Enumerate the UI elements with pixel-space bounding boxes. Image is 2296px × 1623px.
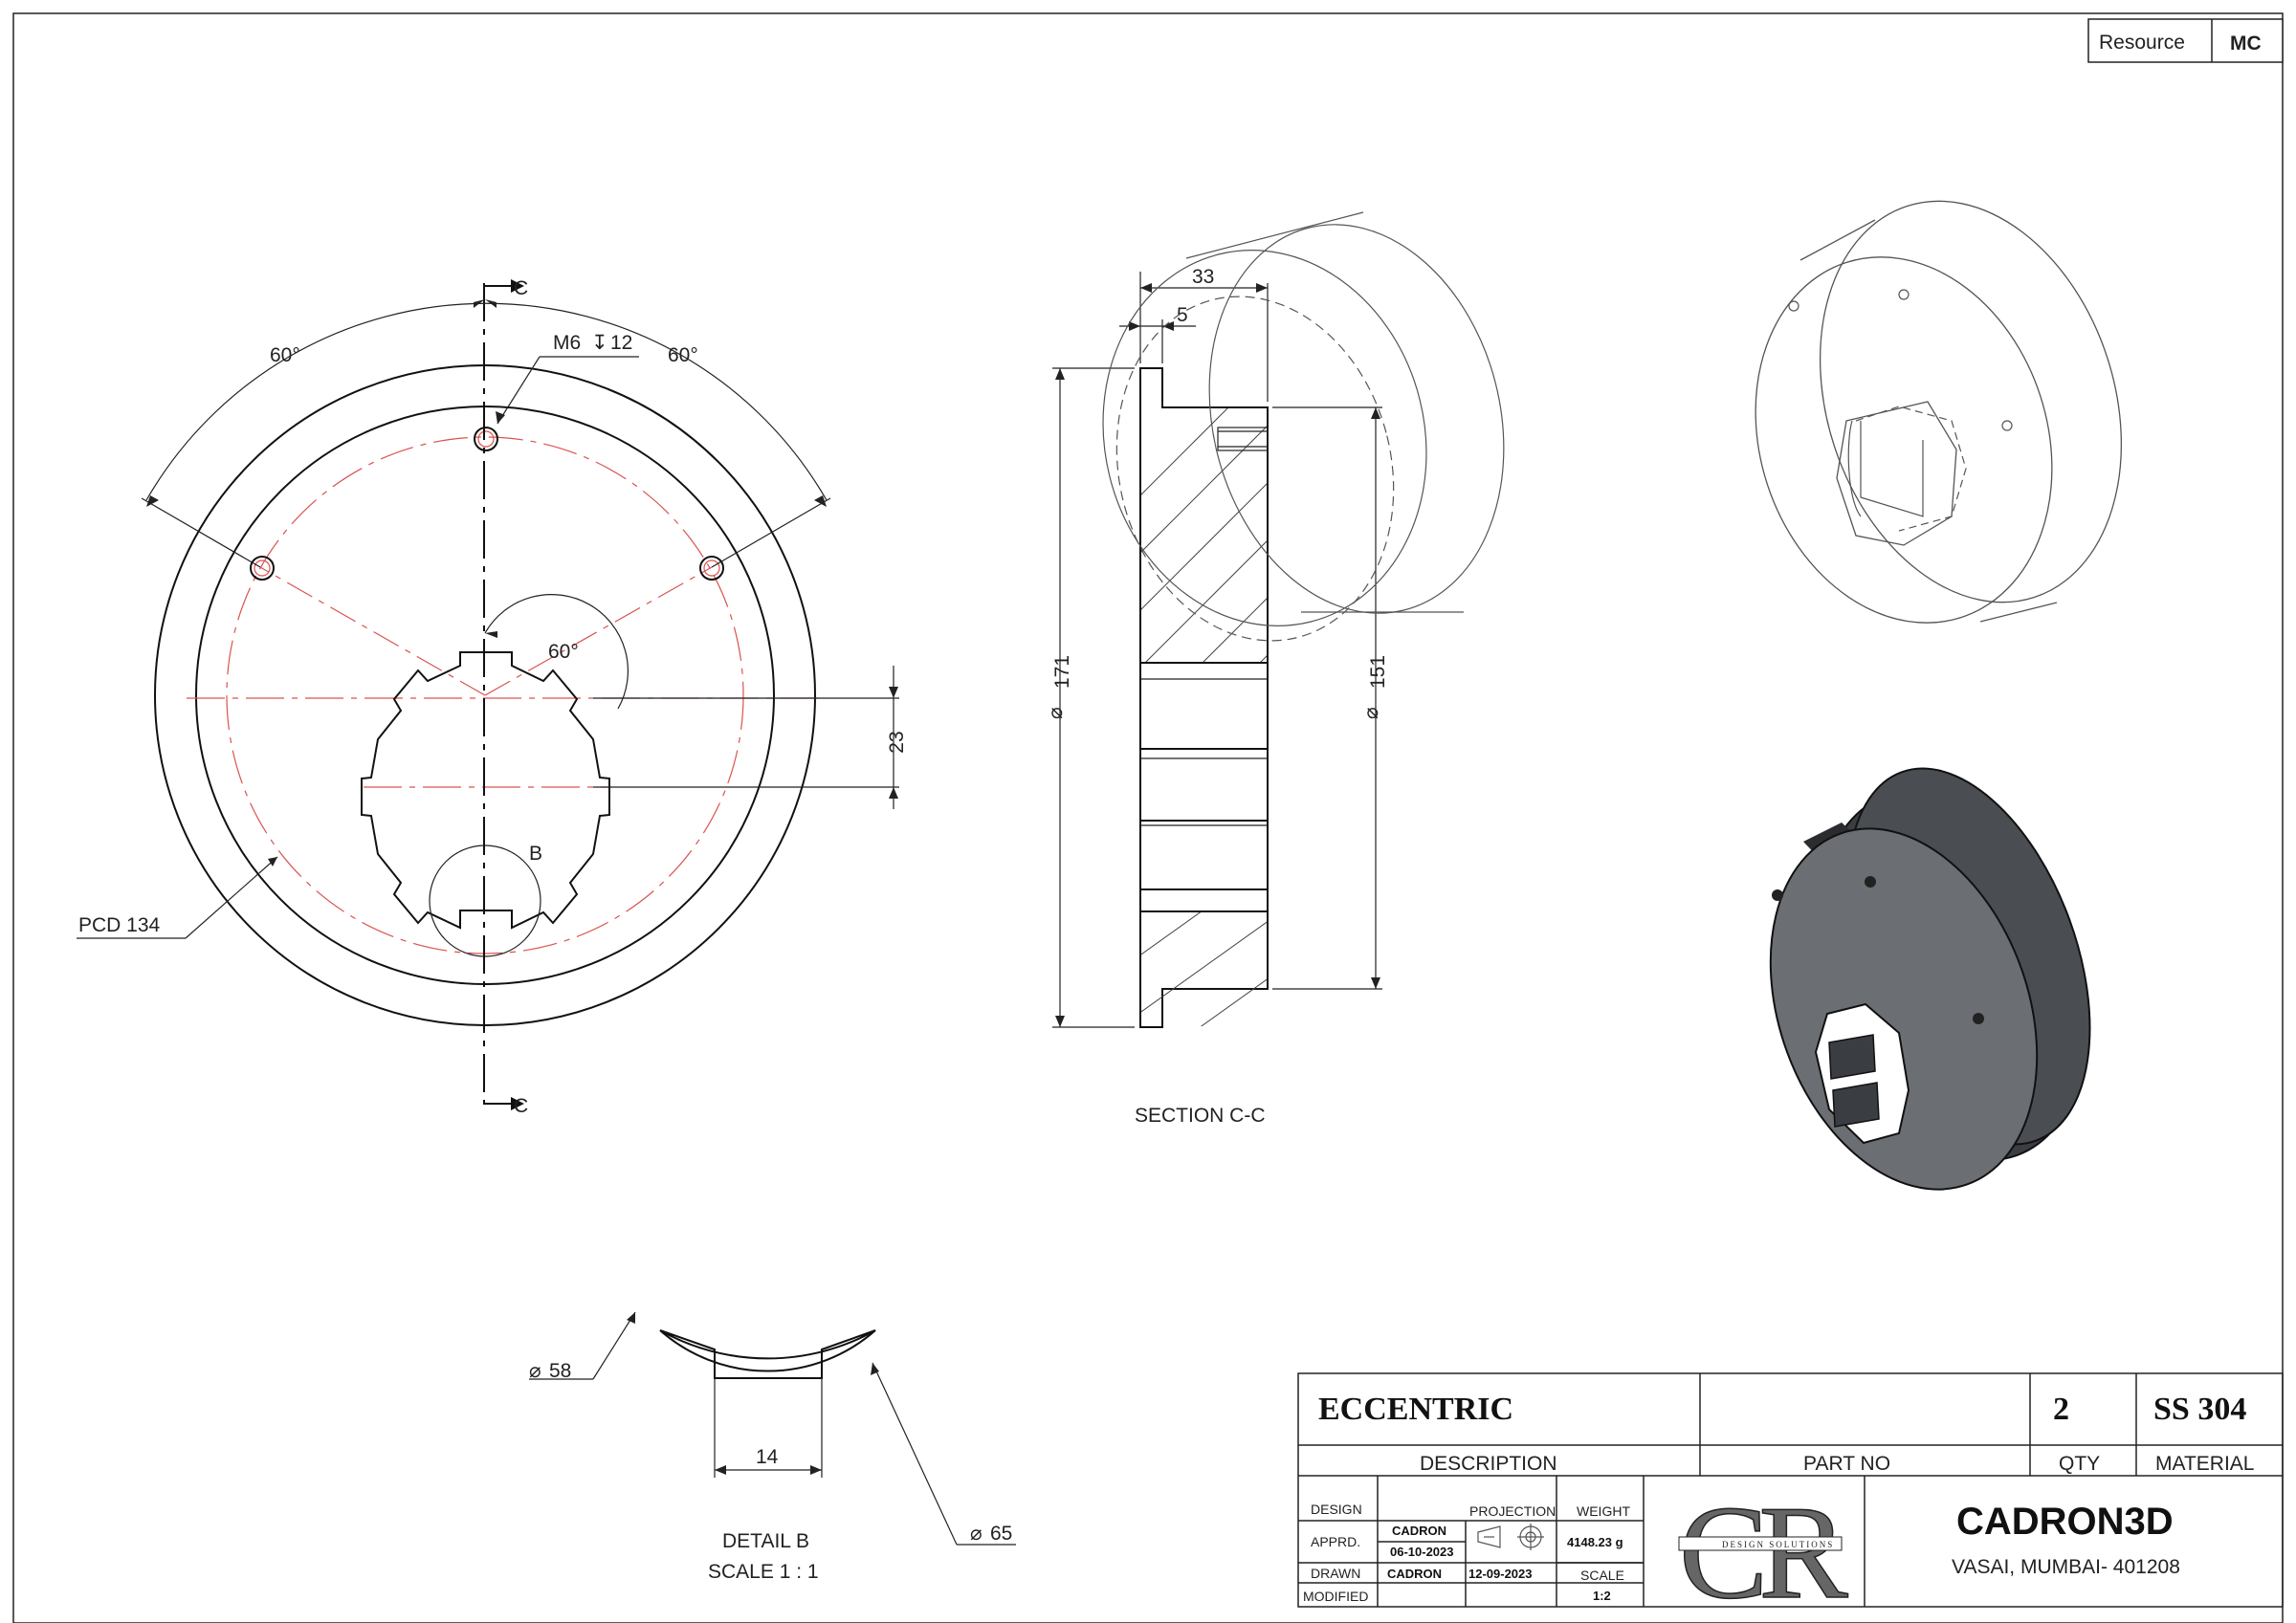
qty-label: QTY (2059, 1453, 2100, 1475)
dia-58-label: 58 (549, 1360, 571, 1382)
logo-subtext: DESIGN SOLUTIONS (1722, 1540, 1834, 1549)
section-mark-bottom: C (514, 1095, 528, 1117)
detail-b-view: 14 ⌀ 58 ⌀ 65 DETAIL B SCALE 1 : 1 (529, 1311, 1016, 1583)
company-logo: CR DESIGN SOLUTIONS (1678, 1478, 1859, 1623)
detail-profile (659, 1329, 876, 1379)
splined-bore (361, 651, 610, 930)
section-title: SECTION C-C (1135, 1105, 1266, 1127)
radial-line-left (259, 566, 486, 696)
apprd-label: APPRD. (1311, 1534, 1360, 1549)
hole-callout: M6 (553, 332, 581, 354)
description-label: DESCRIPTION (1420, 1453, 1557, 1475)
dia-65-label: 65 (990, 1523, 1012, 1545)
angle-label-left: 60° (270, 344, 300, 366)
weight-value: 4148.23 g (1567, 1535, 1623, 1549)
bolt-hole-right (699, 556, 724, 581)
design-by: CADRON (1392, 1524, 1446, 1538)
drawn-label: DRAWN (1311, 1566, 1360, 1581)
bolt-hole-top (474, 427, 498, 451)
section-outline (1139, 367, 1269, 1028)
dim-23-label: 23 (886, 731, 908, 753)
angle-label-inner: 60° (548, 641, 579, 663)
dim-33-label: 33 (1192, 266, 1214, 288)
dia-171-symbol: ⌀ (1045, 707, 1067, 719)
material-label: MATERIAL (2155, 1453, 2254, 1475)
depth-symbol: ↧ (591, 332, 608, 354)
hatch-lower (1141, 911, 1267, 1026)
threaded-hole (1217, 427, 1269, 451)
weight-label: WEIGHT (1577, 1503, 1630, 1519)
title-block-text: ECCENTRIC 2 SS 304 DESCRIPTION PART NO Q… (1303, 1392, 2254, 1623)
dia-58-symbol: ⌀ (529, 1360, 541, 1382)
part-no-label: PART NO (1803, 1453, 1890, 1475)
company-address: VASAI, MUMBAI- 401208 (1952, 1556, 2180, 1578)
detail-title: DETAIL B (722, 1530, 809, 1552)
bolt-hole-left (250, 556, 275, 581)
title-block (1297, 1372, 2284, 1608)
hatch-upper (1141, 408, 1267, 663)
angle-arc-outer (145, 302, 828, 501)
resource-box: Resource MC (2087, 18, 2284, 63)
projection-symbol-icon (1477, 1524, 1544, 1550)
angle-label-right: 60° (668, 344, 698, 366)
material-value: SS 304 (2153, 1392, 2246, 1427)
detail-marker: B (529, 843, 542, 865)
company-name: CADRON3D (1956, 1501, 2174, 1543)
angle-arc-inner (484, 594, 629, 710)
front-view: B C C 60° 60° 60° M6 ↧ 12 23 (77, 277, 908, 1117)
apprd-date: 06-10-2023 (1390, 1545, 1454, 1559)
dim-5-label: 5 (1177, 304, 1188, 326)
iso-shaded (1769, 767, 2091, 1191)
design-label: DESIGN (1311, 1502, 1362, 1517)
dia-65-symbol: ⌀ (970, 1523, 982, 1545)
qty-value: 2 (2053, 1392, 2069, 1427)
projection-label: PROJECTION (1469, 1503, 1556, 1519)
scale-value: 1:2 (1593, 1589, 1611, 1603)
iso-wireframe (1102, 211, 2013, 642)
radial-line-right (484, 566, 713, 696)
sheet-border (12, 12, 2284, 1623)
section-mark-top: C (514, 277, 528, 299)
dia-151-label: 151 (1367, 655, 1389, 689)
hole-depth: 12 (610, 332, 632, 354)
iso-wireframe-main (1755, 200, 2123, 624)
part-title: ECCENTRIC (1318, 1392, 1513, 1427)
dia-151-symbol: ⌀ (1360, 707, 1382, 719)
drawn-date: 12-09-2023 (1468, 1567, 1533, 1581)
scale-label: SCALE (1580, 1568, 1624, 1583)
drawn-by: CADRON (1387, 1567, 1442, 1581)
detail-scale: SCALE 1 : 1 (708, 1561, 819, 1583)
modified-label: MODIFIED (1303, 1589, 1368, 1604)
dia-171-label: 171 (1051, 655, 1073, 689)
pcd-label: PCD 134 (78, 914, 161, 936)
resource-label: Resource (2099, 32, 2185, 54)
resource-value: MC (2230, 33, 2262, 55)
section-view: 33 5 ⌀ 171 ⌀ 151 SECTION C-C (1045, 266, 1389, 1127)
width-14-label: 14 (756, 1446, 779, 1468)
